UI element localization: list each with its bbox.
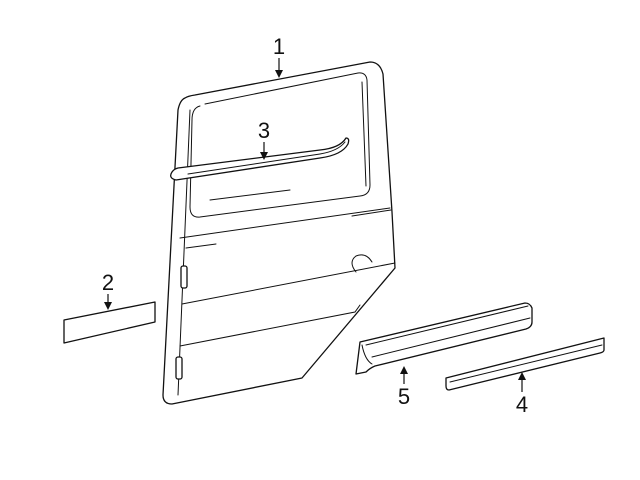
leader-arrow-3 (260, 142, 268, 160)
callout-1: 1 (272, 34, 286, 59)
callout-3: 3 (257, 118, 271, 143)
leader-arrow-4 (518, 372, 526, 392)
lower-body-side-molding[interactable] (445, 337, 605, 391)
leader-arrow-5 (400, 366, 408, 384)
callout-4: 4 (515, 392, 529, 417)
callout-2: 2 (101, 270, 115, 295)
window-belt-molding[interactable] (170, 137, 350, 181)
leader-arrow-2 (104, 294, 112, 310)
door-molding-tape[interactable] (63, 301, 156, 344)
rocker-molding[interactable] (355, 302, 533, 375)
leader-arrow-1 (275, 58, 283, 78)
callout-5: 5 (397, 384, 411, 409)
